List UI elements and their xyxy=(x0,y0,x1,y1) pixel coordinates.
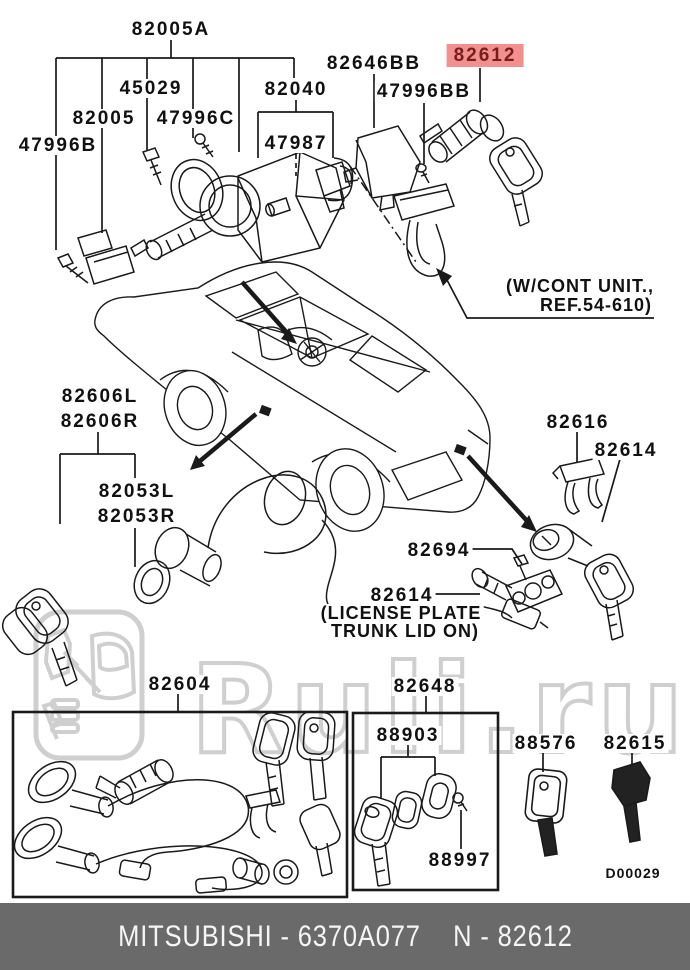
part-label-82614-plate: 82614 xyxy=(368,585,436,606)
part-label-82648: 82648 xyxy=(391,676,459,697)
watermark-logo-box xyxy=(33,609,145,761)
footer-bar: MITSUBISHI - 6370A077 N - 82612 xyxy=(0,903,690,970)
spare-keys-drawing xyxy=(524,761,651,857)
car-window-icon xyxy=(96,641,130,672)
trunk-lock-drawing xyxy=(529,457,635,641)
part-label-82646bb: 82646BB xyxy=(324,53,424,74)
part-label-82053l: 82053L xyxy=(96,481,178,502)
note-cont-unit-line1: (W/CONT UNIT., xyxy=(504,276,656,296)
footer-part-number: N - 82612 xyxy=(452,919,573,953)
note-license-line1: (LICENSE PLATE xyxy=(318,603,484,623)
note-cont-unit-line2: REF.54-610) xyxy=(537,295,654,315)
spark-plug-icon xyxy=(41,700,65,740)
part-label-45029: 45029 xyxy=(117,78,185,99)
lock-set-box-82604 xyxy=(11,710,349,899)
part-label-82694: 82694 xyxy=(405,540,473,561)
watermark: Ruli.ru xyxy=(33,609,690,783)
part-label-82616: 82616 xyxy=(544,412,612,433)
part-label-47996c: 47996C xyxy=(154,108,238,129)
part-label-82005: 82005 xyxy=(70,108,138,129)
part-label-88576: 88576 xyxy=(512,733,580,754)
part-label-82606r: 82606R xyxy=(58,411,142,432)
pointer-arrows xyxy=(190,280,537,532)
note-license-line2: TRUNK LID ON) xyxy=(329,621,481,641)
key-set-box-82648 xyxy=(351,711,500,892)
footer-text: MITSUBISHI - 6370A077 N - 82612 xyxy=(118,920,573,954)
cont-unit-bracket-drawing xyxy=(349,165,455,277)
part-label-82040: 82040 xyxy=(262,79,330,100)
part-label-82606l: 82606L xyxy=(59,386,141,407)
part-label-82005a: 82005A xyxy=(129,19,213,40)
part-label-82615: 82615 xyxy=(601,733,669,754)
steering-lock-assembly-drawing xyxy=(130,133,354,263)
part-label-82604: 82604 xyxy=(146,674,214,695)
drawing-code: D00029 xyxy=(603,865,663,881)
part-label-82612-highlighted: 82612 xyxy=(446,44,524,67)
part-label-88903: 88903 xyxy=(374,725,442,746)
watermark-text: Ruli.ru xyxy=(190,639,690,781)
oil-bottle-icon xyxy=(43,627,73,681)
part-label-88997: 88997 xyxy=(426,850,494,871)
bracket-bolt-parts-drawing xyxy=(56,229,135,285)
part-label-82053r: 82053R xyxy=(95,506,179,527)
part-label-47996bb: 47996BB xyxy=(374,81,474,102)
car-drawing xyxy=(94,261,491,532)
part-label-82614-trunk: 82614 xyxy=(592,440,660,461)
shock-absorber-icon xyxy=(62,650,102,694)
door-lock-cable-drawing xyxy=(1,470,549,687)
footer-catalog-number: MITSUBISHI - 6370A077 xyxy=(117,919,421,953)
car-door-icon xyxy=(89,631,137,701)
part-label-47987: 47987 xyxy=(262,133,330,154)
part-label-47996b: 47996B xyxy=(16,135,100,156)
license-plate-lock-drawing xyxy=(471,554,564,613)
